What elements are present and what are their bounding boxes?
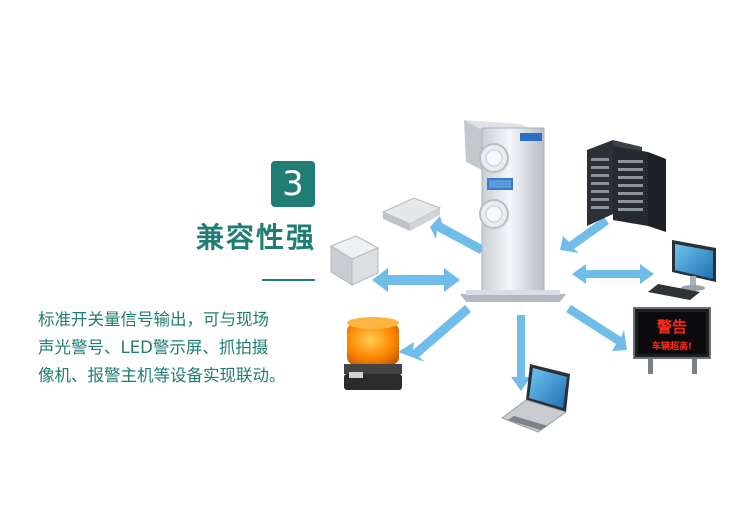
title-divider xyxy=(262,279,315,281)
detector-tower xyxy=(460,120,566,302)
step-number-badge: 3 xyxy=(271,161,315,207)
arrow-to-led-sign xyxy=(566,305,627,351)
arrow-to-server xyxy=(560,217,609,253)
led-warning-sign: 警告 车辆超高! xyxy=(633,307,711,374)
feature-title: 兼容性强 xyxy=(195,221,316,254)
arrow-to-card-reader xyxy=(430,216,484,254)
desktop-monitor xyxy=(648,240,716,300)
led-sign-line-2: 车辆超高! xyxy=(652,340,692,352)
link-arrows xyxy=(372,216,654,391)
arrow-to-alarm-lamp xyxy=(398,305,471,362)
arrow-to-box xyxy=(372,268,460,292)
laptop xyxy=(500,364,570,433)
feature-description: 标准开关量信号输出，可与现场 声光警号、LED警示屏、抓拍摄 像机、报警主机等设… xyxy=(38,306,333,390)
led-sign-line-1: 警告 xyxy=(656,318,687,336)
server-racks xyxy=(587,140,666,232)
card-reader-device xyxy=(381,197,442,231)
description-line-1: 标准开关量信号输出，可与现场 xyxy=(38,310,269,329)
description-line-2: 声光警号、LED警示屏、抓拍摄 xyxy=(38,338,269,357)
alarm-lamp xyxy=(344,317,402,390)
junction-box xyxy=(329,235,380,286)
description-line-3: 像机、报警主机等设备实现联动。 xyxy=(38,366,286,385)
arrow-to-laptop xyxy=(511,315,531,391)
arrow-to-monitor xyxy=(572,264,654,284)
